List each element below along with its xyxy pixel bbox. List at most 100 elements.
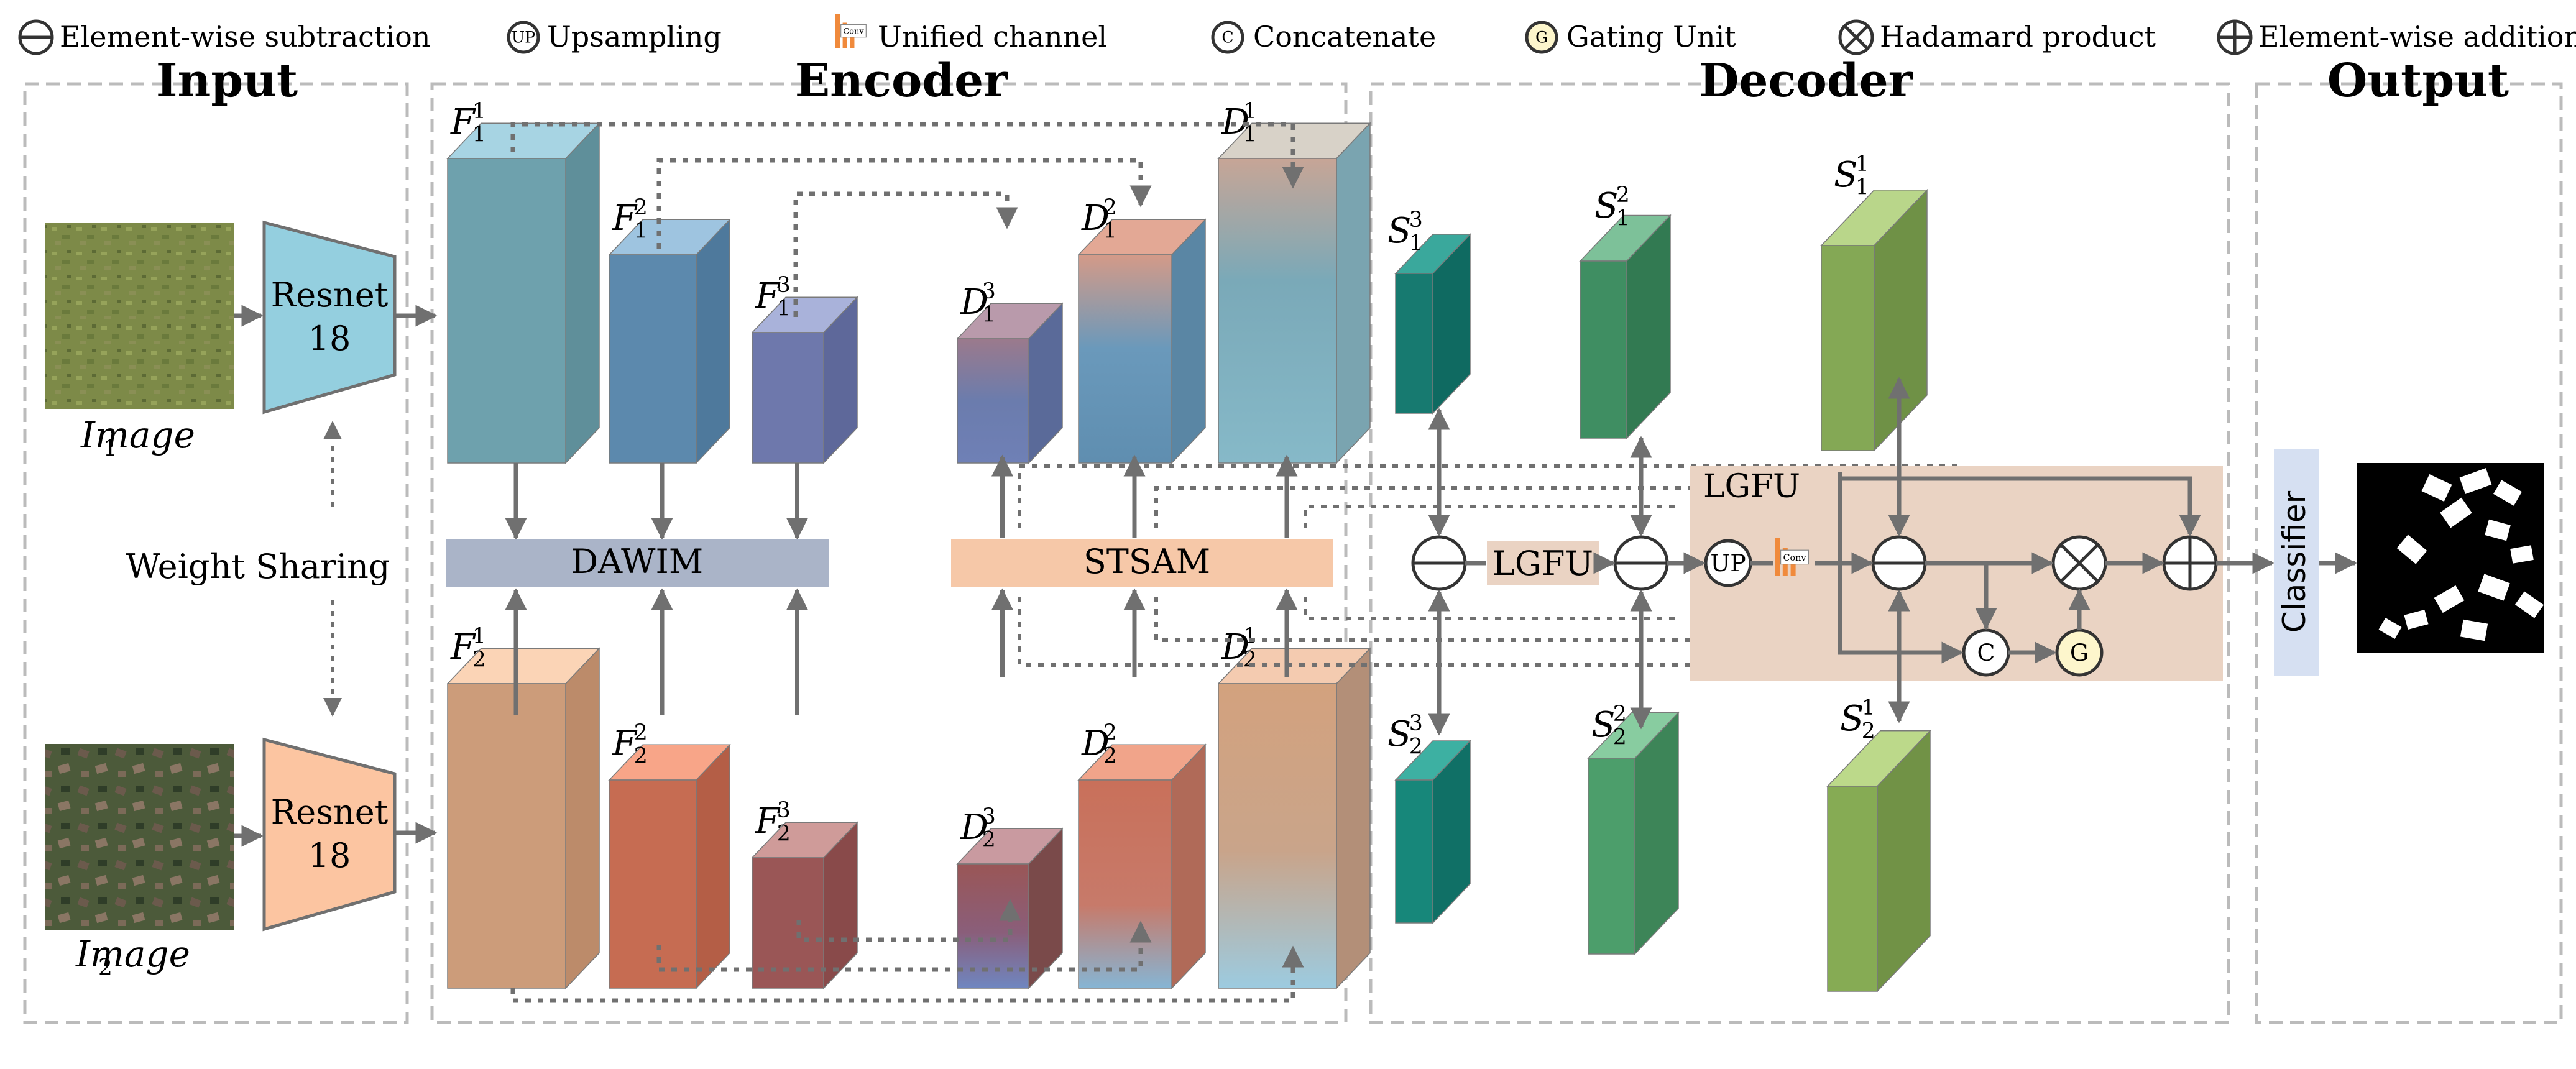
skip-f2-3-to-d2-3 — [796, 899, 1021, 942]
encoder-f2-3-label: F32 — [755, 798, 791, 846]
decoder-conv-icon-label: Conv — [1783, 553, 1806, 563]
encoder-f1-2-label-subscript: 1 — [634, 218, 648, 243]
legend-conv-icon-label: Conv — [843, 27, 864, 37]
decoder-s1-1-label-subscript: 1 — [1856, 175, 1869, 200]
encoder-f1-3-block-front — [752, 332, 824, 464]
decoder-s1-2-block — [1579, 214, 1672, 439]
encoder-f2-2-label-base: F — [612, 723, 638, 764]
link-d1-1-to-decoder — [1304, 505, 1678, 528]
mask-building-5 — [2396, 534, 2427, 564]
decoder-concat-icon-label: C — [1977, 639, 1995, 666]
decoder-gating-icon: G — [2055, 628, 2104, 677]
dawim-block — [446, 539, 829, 587]
image2-label-subscript: 2 — [98, 955, 113, 980]
encoder-d2-1-label-superscript: 1 — [1243, 624, 1257, 649]
image2-thumbnail — [45, 744, 234, 930]
encoder-d2-1-block-front — [1218, 683, 1337, 989]
encoder-d2-1-label: D12 — [1221, 624, 1257, 672]
encoder-d1-2-label: D21 — [1081, 195, 1117, 244]
encoder-d2-2-label: D22 — [1081, 720, 1117, 769]
encoder-f1-3-block — [751, 296, 858, 464]
encoder-f1-1-label-subscript: 1 — [472, 122, 486, 147]
encoder-f1-3-label-subscript: 1 — [777, 296, 791, 321]
encoder-f2-1-label-base: F — [450, 627, 476, 668]
encoder-f1-3-label: F31 — [755, 273, 791, 321]
decoder-s1-1-label-base: S — [1834, 155, 1857, 195]
decoder-skip-to-concat-arrow — [1838, 479, 1964, 664]
decoder-s1-2-label-superscript: 2 — [1616, 183, 1630, 208]
mask-building-0 — [2421, 474, 2452, 502]
image2-label-base: Image — [75, 933, 190, 975]
lgfu-panel-title: LGFU — [1703, 468, 1800, 505]
encoder-d1-3-label: D31 — [960, 279, 996, 328]
link-d2-2-to-decoder — [1154, 597, 1884, 642]
legend-unified-label: Unified channel — [878, 20, 1107, 53]
legend-conv-icon-bar-short — [850, 32, 855, 48]
encoder-f2-3-block — [751, 821, 858, 989]
encoder-f1-1-label-superscript: 1 — [472, 99, 486, 124]
decoder-concat-icon: C — [1962, 628, 2010, 677]
decoder-s2-3-block — [1394, 740, 1471, 924]
classifier-label: Classifier — [2276, 490, 2312, 633]
skip-f2-1-to-d2-1 — [510, 945, 1304, 1003]
decoder-s2-3-block-front — [1395, 779, 1433, 924]
encoder-d2-2-label-subscript: 2 — [1103, 743, 1117, 768]
encoder-d2-1-block — [1217, 647, 1371, 989]
lgfu-inner-label: LGFU — [1493, 544, 1593, 583]
mask-building-1 — [2459, 468, 2492, 494]
skip-f1-2-to-d1-2 — [656, 158, 1152, 249]
mask-building-2 — [2493, 480, 2522, 506]
encoder-d1-2-label-superscript: 2 — [1103, 195, 1117, 220]
legend-gating-icon: G — [1525, 21, 1558, 54]
resnet-bottom-label-line1: Resnet — [271, 792, 389, 832]
input-section-title: Input — [156, 54, 298, 108]
legend-conv-icon-bar-tall — [835, 14, 840, 48]
encoder-d1-1-block-front — [1218, 158, 1337, 464]
encoder-f1-1-block-front — [447, 158, 566, 464]
input-section-box — [23, 82, 409, 1024]
encoder-d2-2-block — [1077, 743, 1207, 989]
image1-label-subscript: 1 — [103, 436, 117, 461]
stsam-block — [951, 539, 1333, 587]
mask-building-10 — [2404, 610, 2429, 630]
legend-hadamard-icon-diag2 — [1843, 24, 1869, 50]
legend-concatenate-icon-ring — [1211, 21, 1244, 54]
mask-building-6 — [2510, 545, 2534, 564]
encoder-d1-1-label-superscript: 1 — [1243, 99, 1257, 124]
decoder-s2-2-block-front — [1588, 758, 1635, 955]
encoder-d2-3-label: D32 — [960, 804, 996, 853]
skip-f2-2-to-d2-2 — [656, 920, 1152, 972]
decoder-s1-2-block-front — [1580, 260, 1627, 439]
legend-upsampling-label: Upsampling — [547, 20, 722, 53]
decoder-conv-icon: Conv — [1775, 538, 1810, 576]
decoder-conv-icon-bar-short — [1790, 558, 1796, 576]
decoder-s2-2-label: S22 — [1591, 702, 1627, 750]
mask-building-9 — [2514, 591, 2544, 618]
lgfu-inner-block — [1487, 541, 1599, 585]
decoder-s2-2-label-subscript: 2 — [1613, 725, 1627, 750]
encoder-f2-3-label-subscript: 2 — [777, 821, 791, 846]
encoder-d1-2-label-subscript: 1 — [1103, 218, 1117, 243]
dawim-label: DAWIM — [571, 542, 703, 581]
mask-building-4 — [2485, 519, 2511, 541]
legend-concatenate-icon-label: C — [1221, 29, 1233, 47]
legend-hadamard-label: Hadamard product — [1880, 20, 2156, 53]
encoder-f2-1-label-subscript: 2 — [472, 647, 486, 672]
decoder-s2-3-label-base: S — [1387, 714, 1411, 755]
legend-conv-icon: Conv — [835, 14, 867, 48]
encoder-f2-3-label-base: F — [755, 801, 781, 842]
decoder-subtract-1-icon — [1411, 535, 1467, 591]
legend-conv-icon-box — [840, 24, 867, 38]
decoder-conv-icon-box — [1780, 549, 1810, 565]
resnet-top-label-line1: Resnet — [271, 275, 389, 314]
decoder-skip-to-add-arrow — [1838, 472, 2201, 537]
encoder-f2-2-block-side — [696, 743, 730, 989]
decoder-s1-2-label-subscript: 1 — [1616, 206, 1630, 231]
decoder-hadamard-icon-diag2 — [2059, 543, 2099, 583]
encoder-f2-2-label-superscript: 2 — [634, 720, 648, 745]
encoder-f2-3-label-superscript: 3 — [777, 798, 791, 823]
mask-building-8 — [2434, 585, 2465, 613]
legend-upsampling-icon-label: UP — [512, 29, 535, 47]
